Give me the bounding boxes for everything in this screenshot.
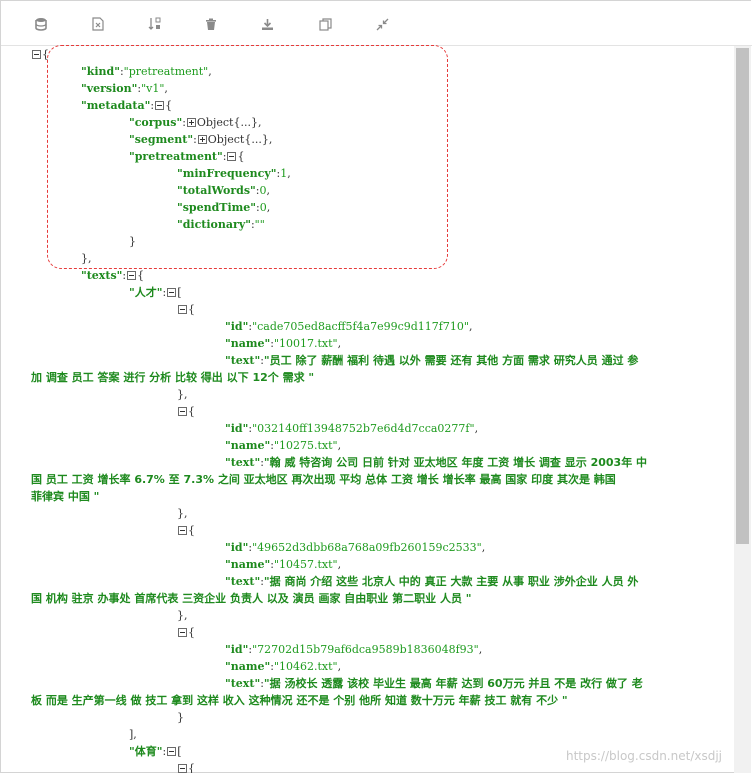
- close-brace: }: [129, 235, 136, 248]
- text-line-wrap: 国 机构 驻京 办事处 首席代表 三资企业 负责人 以及 演员 画家 自由职业 …: [31, 592, 472, 605]
- vertical-scrollbar[interactable]: [734, 46, 751, 773]
- text-line: "text":"翰 威 特咨询 公司 日前 针对 亚太地区 年度 工资 增长 调…: [225, 456, 648, 469]
- id-line: "id":"49652d3dbb68a768a09fb260159c2533",: [225, 541, 486, 554]
- toolbar: [1, 1, 752, 46]
- corpus-line: "corpus":Object{...},: [129, 116, 262, 129]
- close-brace: }: [177, 711, 184, 724]
- text-line-wrap: 板 而是 生产第一线 做 技工 拿到 这样 收入 这种情况 还不是 个别 他所 …: [31, 694, 568, 707]
- text-line-wrap: 国 员工 工资 增长率 6.7% 至 7.3% 之间 亚太地区 再次出现 平均 …: [31, 473, 616, 486]
- root-line: {: [31, 48, 49, 62]
- spendtime-line: "spendTime":0,: [177, 201, 271, 214]
- export-file-icon[interactable]: [88, 14, 108, 34]
- category-rencai-line: "人才":[: [129, 286, 182, 299]
- close-brace: },: [177, 388, 188, 401]
- id-line: "id":"032140ff13948752b7e6d4d7cca0277f",: [225, 422, 479, 435]
- pretreatment-line: "pretreatment":{: [129, 150, 245, 163]
- item-open: {: [177, 626, 195, 640]
- highlight-box: [47, 45, 448, 269]
- scrollbar-thumb[interactable]: [736, 48, 749, 544]
- name-line: "name":"10457.txt",: [225, 558, 342, 571]
- text-line: "text":"据 汤校长 透露 该校 毕业生 最高 年薪 达到 60万元 并且…: [225, 677, 643, 690]
- item-open: {: [177, 524, 195, 538]
- text-line-wrap: 菲律宾 中国 ": [31, 490, 100, 503]
- name-line: "name":"10462.txt",: [225, 660, 342, 673]
- expand-toggle[interactable]: [186, 118, 196, 127]
- collapse-icon[interactable]: [372, 14, 392, 34]
- item-open: {: [177, 405, 195, 419]
- collapse-toggle[interactable]: [127, 271, 137, 280]
- kind-line: "kind":"pretreatment",: [81, 65, 212, 78]
- collapse-toggle[interactable]: [32, 50, 41, 59]
- collapse-toggle[interactable]: [178, 764, 187, 773]
- collapse-toggle[interactable]: [167, 747, 177, 756]
- collapse-toggle[interactable]: [155, 101, 165, 110]
- id-line: "id":"72702d15b79af6dca9589b1836048f93",: [225, 643, 483, 656]
- item-open: {: [177, 303, 195, 317]
- text-line: "text":"员工 除了 薪酬 福利 待遇 以外 需要 还有 其他 方面 需求…: [225, 354, 639, 367]
- download-icon[interactable]: [257, 14, 277, 34]
- sort-icon[interactable]: [145, 14, 165, 34]
- text-line: "text":"据 商尚 介绍 这些 北京人 中的 真正 大款 主要 从事 职业…: [225, 575, 639, 588]
- dictionary-line: "dictionary":"": [177, 218, 265, 231]
- close-brace: },: [177, 609, 188, 622]
- category-tiyu-line: "体育":[: [129, 745, 182, 758]
- close-brace: },: [177, 507, 188, 520]
- json-tree-view: { "kind":"pretreatment", "version":"v1",…: [1, 46, 734, 773]
- name-line: "name":"10017.txt",: [225, 337, 342, 350]
- text-line-wrap: 加 调查 员工 答案 进行 分析 比较 得出 以下 12个 需求 ": [31, 371, 315, 384]
- name-line: "name":"10275.txt",: [225, 439, 342, 452]
- expand-toggle[interactable]: [197, 135, 207, 144]
- segment-line: "segment":Object{...},: [129, 133, 273, 146]
- collapse-toggle[interactable]: [178, 407, 187, 416]
- close-brace: },: [81, 252, 92, 265]
- collapse-toggle[interactable]: [167, 288, 177, 297]
- copy-icon[interactable]: [315, 14, 335, 34]
- item-open: {: [177, 762, 195, 773]
- id-line: "id":"cade705ed8acff5f4a7e99c9d117f710",: [225, 320, 473, 333]
- watermark: https://blog.csdn.net/xsdjj: [566, 749, 722, 763]
- collapse-toggle[interactable]: [227, 152, 237, 161]
- texts-line: "texts":{: [81, 269, 145, 282]
- version-line: "version":"v1",: [81, 82, 168, 95]
- metadata-line: "metadata":{: [81, 99, 173, 112]
- collapse-toggle[interactable]: [178, 526, 187, 535]
- close-bracket: ],: [129, 728, 137, 741]
- collapse-toggle[interactable]: [178, 305, 187, 314]
- collapse-toggle[interactable]: [178, 628, 187, 637]
- database-icon[interactable]: [31, 14, 51, 34]
- minfrequency-line: "minFrequency":1,: [177, 167, 291, 180]
- totalwords-line: "totalWords":0,: [177, 184, 270, 197]
- delete-icon[interactable]: [201, 14, 221, 34]
